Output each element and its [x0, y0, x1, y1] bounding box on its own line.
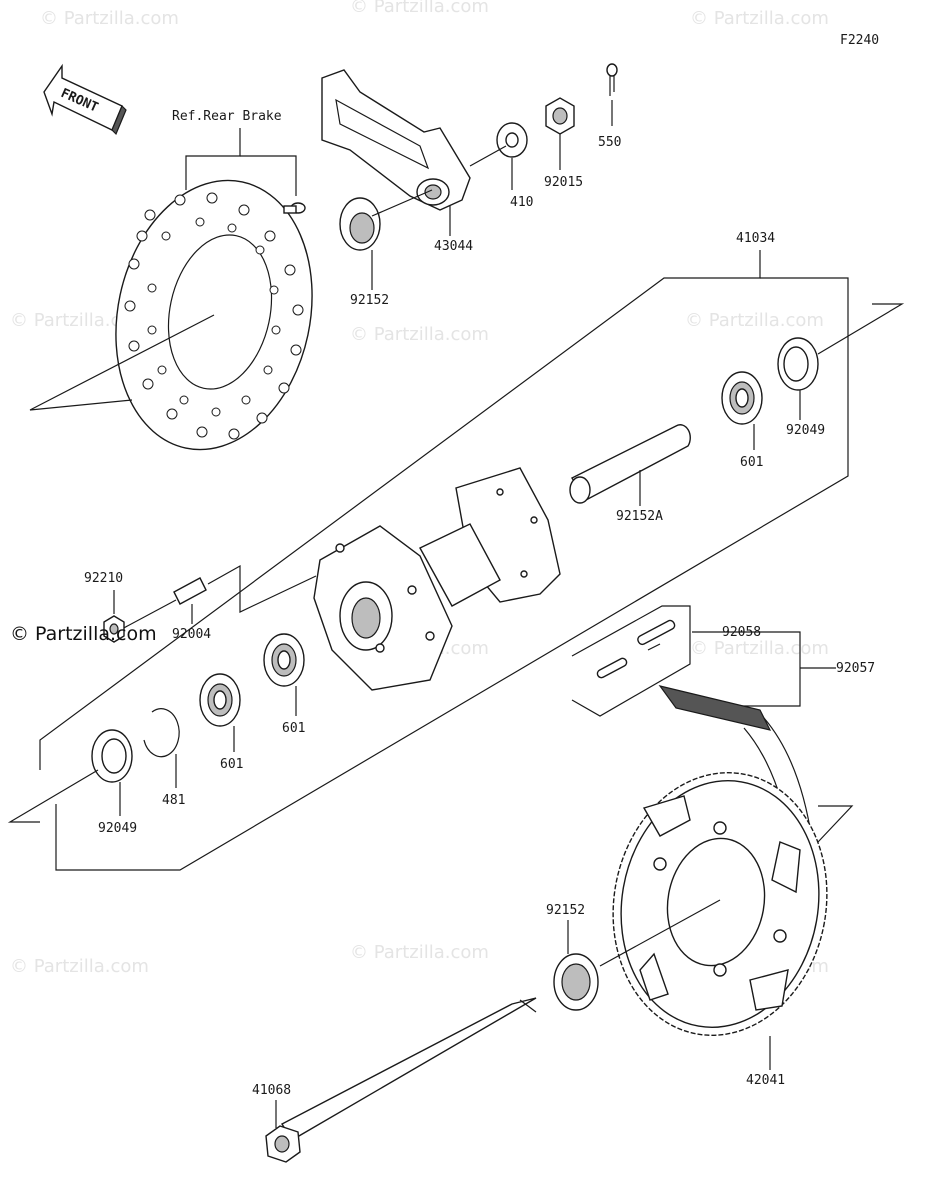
nut-92015 — [545, 97, 575, 135]
part-label-92210: 92210 — [84, 571, 123, 586]
part-label-92152: 92152 — [350, 293, 389, 308]
part-label-92004: 92004 — [172, 627, 211, 642]
part-label-601-right: 601 — [740, 455, 763, 470]
part-label-43044: 43044 — [434, 239, 473, 254]
collar-92152 — [339, 197, 381, 251]
wheel-hub — [313, 467, 561, 691]
part-label-92152-low: 92152 — [546, 903, 585, 918]
part-label-601-mid: 601 — [282, 721, 305, 736]
watermark: © Partzilla.com — [690, 638, 829, 659]
watermark: © Partzilla.com — [40, 8, 179, 29]
sprocket-42041 — [612, 772, 828, 1036]
part-label-481: 481 — [162, 793, 185, 808]
part-label-92057: 92057 — [836, 661, 875, 676]
bearing-601-mid — [263, 633, 305, 687]
disc-bolt — [283, 202, 306, 214]
part-label-41068: 41068 — [252, 1083, 291, 1098]
watermark: © Partzilla.com — [685, 310, 824, 331]
part-label-92152A: 92152A — [616, 509, 663, 524]
part-label-92058: 92058 — [722, 625, 761, 640]
part-label-92049-left: 92049 — [98, 821, 137, 836]
watermark-dark: © Partzilla.com — [10, 623, 157, 645]
watermark: © Partzilla.com — [350, 0, 489, 17]
part-label-550: 550 — [598, 135, 621, 150]
part-label-410: 410 — [510, 195, 533, 210]
ref-rear-brake-label: Ref.Rear Brake — [172, 109, 282, 124]
watermark: © Partzilla.com — [10, 310, 149, 331]
oil-seal-92049-right — [777, 337, 819, 391]
spacer-92152A — [569, 424, 691, 504]
part-label-92015: 92015 — [544, 175, 583, 190]
nut-92210 — [103, 615, 125, 643]
washer-410 — [496, 122, 528, 158]
watermark: © Partzilla.com — [10, 956, 149, 977]
part-label-601-low: 601 — [220, 757, 243, 772]
oil-seal-92049-left — [91, 729, 133, 783]
collar-92152-low — [553, 953, 599, 1011]
circlip-481 — [143, 708, 180, 758]
front-arrow-icon: FRONT — [43, 63, 127, 136]
watermark: © Partzilla.com — [350, 324, 489, 345]
watermark: © Partzilla.com — [690, 8, 829, 29]
part-label-42041: 42041 — [746, 1073, 785, 1088]
axle-41068 — [265, 997, 537, 1163]
figure-code: F2240 — [840, 33, 879, 48]
stud-92004 — [173, 577, 207, 605]
bearing-601-low — [199, 673, 241, 727]
part-label-41034: 41034 — [736, 231, 775, 246]
part-label-92049-right: 92049 — [786, 423, 825, 438]
drive-chain — [658, 685, 813, 851]
cotter-pin-550 — [606, 63, 618, 96]
master-link-92058 — [596, 619, 676, 679]
watermark: © Partzilla.com — [350, 942, 489, 963]
bearing-601-right — [721, 371, 763, 425]
caliper-bracket — [321, 69, 471, 211]
